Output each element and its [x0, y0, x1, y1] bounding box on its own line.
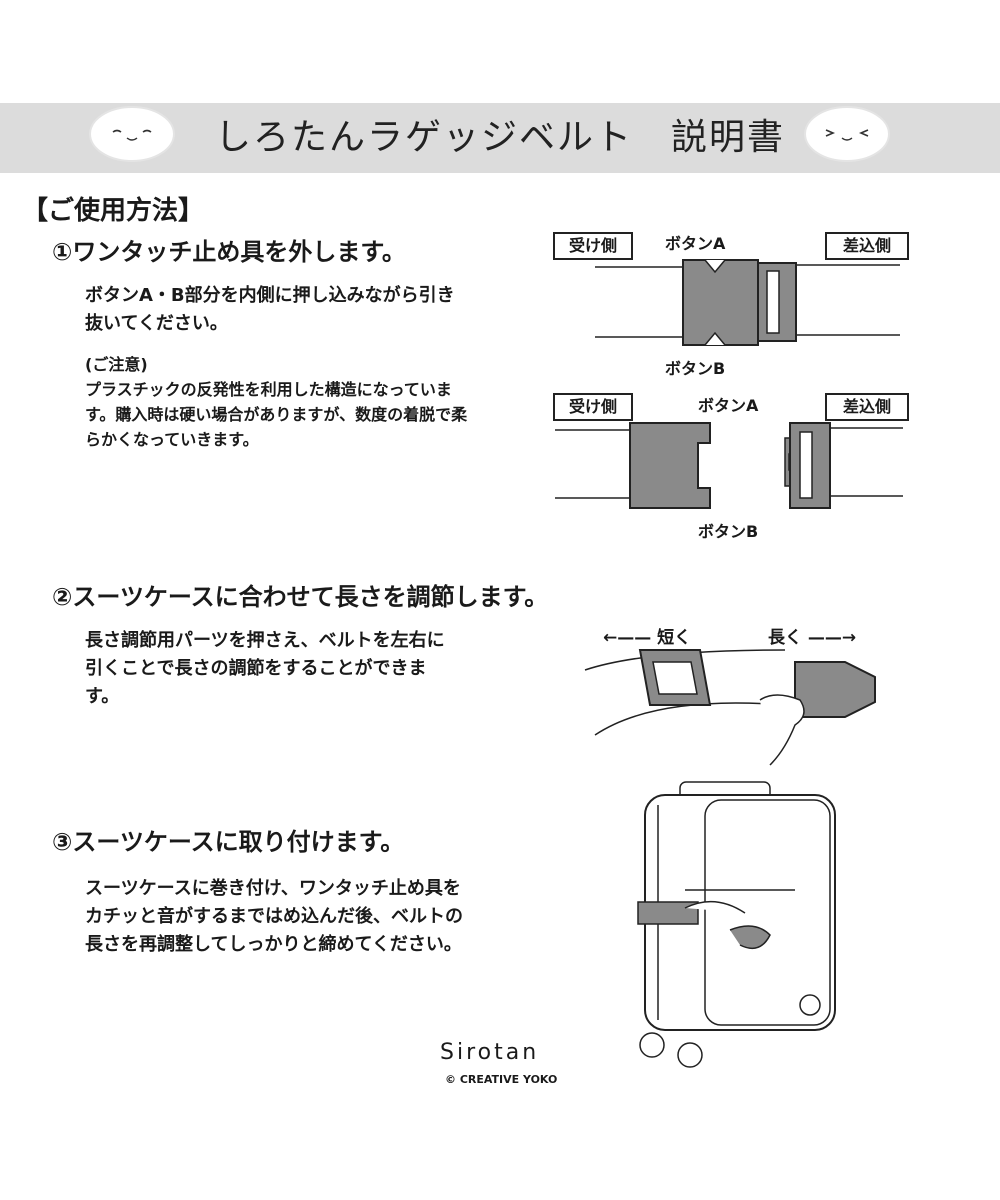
- note-line: す。購入時は硬い場合がありますが、数度の着脱で柔: [85, 405, 468, 424]
- receiving-side-tag-2: 受け側: [553, 393, 633, 421]
- button-a-label-2: ボタンA: [698, 396, 759, 415]
- button-b-label: ボタンB: [665, 359, 726, 378]
- insert-side-tag-2: 差込側: [825, 393, 909, 421]
- step1-body: ボタンA・B部分を内側に押し込みながら引き 抜いてください。: [85, 282, 525, 338]
- step3-body-line: カチッと音がするまではめ込んだ後、ベルトの: [85, 906, 463, 927]
- brand-logo: Sirotan: [440, 1040, 540, 1065]
- longer-text: 長く: [768, 628, 802, 648]
- receiving-side-tag: 受け側: [553, 232, 633, 260]
- step1-body-line: ボタンA・B部分を内側に押し込みながら引き: [85, 285, 455, 306]
- step3-body: スーツケースに巻き付け、ワンタッチ止め具を カチッと音がするまではめ込んだ後、ベ…: [85, 875, 555, 959]
- step1-note: (ご注意) プラスチックの反発性を利用した構造になっていま す。購入時は硬い場合…: [85, 352, 525, 452]
- page-title: しろたんラゲッジベルト 説明書: [214, 117, 785, 158]
- step3-title: ③スーツケースに取り付けます。: [52, 828, 405, 856]
- buckle-open-diagram: [555, 422, 903, 509]
- step2-body-line: す。: [85, 686, 120, 707]
- step3-body-line: 長さを再調整してしっかりと締めてください。: [85, 934, 462, 955]
- suitcase-illustration: [637, 781, 836, 1068]
- step2-body: 長さ調節用パーツを押さえ、ベルトを左右に 引くことで長さの調節をすることができま…: [85, 627, 535, 711]
- shorter-text: 短く: [657, 628, 692, 648]
- copyright: © CREATIVE YOKO: [445, 1073, 558, 1086]
- step1-body-line: 抜いてください。: [85, 313, 228, 334]
- step2-title: ②スーツケースに合わせて長さを調節します。: [52, 583, 549, 611]
- step3-body-line: スーツケースに巻き付け、ワンタッチ止め具を: [85, 878, 461, 899]
- longer-label: 長く ——→: [768, 623, 856, 648]
- buckle-closed-diagram: [595, 259, 900, 346]
- arrow-left-icon: ←——: [603, 628, 658, 648]
- seal-mascot-right-icon: [804, 106, 890, 162]
- seal-mascot-left-icon: [89, 106, 175, 162]
- arrow-right-icon: ——→: [802, 628, 857, 648]
- step1-title: ①ワンタッチ止め具を外します。: [52, 238, 406, 266]
- button-b-label-2: ボタンB: [698, 522, 759, 541]
- step2-body-line: 引くことで長さの調節をすることができま: [85, 658, 427, 679]
- shorter-label: ←—— 短く: [603, 623, 691, 648]
- button-a-label: ボタンA: [665, 234, 726, 253]
- note-heading: (ご注意): [85, 355, 148, 374]
- insert-side-tag: 差込側: [825, 232, 909, 260]
- note-line: らかくなっていきます。: [85, 430, 259, 449]
- section-heading: 【ご使用方法】: [22, 196, 205, 226]
- belt-adjust-illustration: [584, 649, 876, 766]
- step2-body-line: 長さ調節用パーツを押さえ、ベルトを左右に: [85, 630, 445, 651]
- note-line: プラスチックの反発性を利用した構造になっていま: [85, 380, 452, 399]
